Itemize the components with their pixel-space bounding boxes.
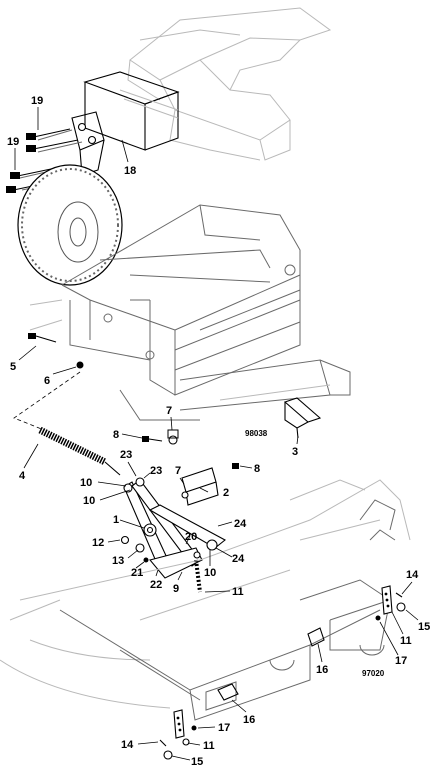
callout-7: 7 [175, 465, 181, 477]
hanger-bracket-bottom [173, 709, 185, 739]
plate-16-right [307, 627, 325, 647]
bolt-5 [28, 333, 57, 343]
upper-frame-outline [127, 7, 332, 161]
callout-1: 1 [113, 514, 119, 526]
bushing-7-upper [167, 429, 179, 445]
washer-15-bottom [163, 750, 173, 760]
callout-5: 5 [10, 361, 16, 373]
callout-10: 10 [204, 567, 216, 579]
callout-2: 2 [223, 487, 229, 499]
callout-11: 11 [232, 586, 244, 598]
lever-assembly [120, 477, 226, 567]
lower-frame [0, 479, 411, 721]
spring-hook-path [13, 371, 81, 431]
callout-21: 21 [131, 567, 143, 579]
callout-19: 19 [31, 95, 43, 107]
bumper-block [83, 71, 180, 151]
callout-14: 14 [406, 569, 419, 581]
bracket-3 [283, 397, 322, 439]
pin-14-bottom [159, 739, 167, 747]
callout-23: 23 [150, 465, 162, 477]
washer-11-bottom [182, 738, 190, 746]
bolt-8-upper [142, 436, 163, 442]
callout-11: 11 [203, 740, 215, 752]
callout-24: 24 [234, 518, 247, 530]
spacer-17-right [375, 615, 381, 621]
spacer-17-bottom [191, 725, 197, 731]
callout-4: 4 [19, 470, 26, 482]
callout-10: 10 [83, 495, 95, 507]
bolt-8-lower [232, 463, 239, 469]
callout-18: 18 [124, 165, 136, 177]
leader-lines [14, 107, 419, 761]
callout-15: 15 [191, 756, 203, 768]
bolt [26, 128, 71, 140]
callout-15: 15 [418, 621, 430, 633]
callout-8: 8 [113, 429, 119, 441]
callout-13: 13 [112, 555, 124, 567]
callout-8: 8 [254, 463, 260, 475]
chain-11 [194, 559, 202, 593]
cam-plate-22 [149, 547, 203, 579]
callout-17: 17 [395, 655, 407, 667]
callout-17: 17 [218, 722, 230, 734]
callouts: 19 19 18 5 6 7 8 3 4 23 23 7 8 10 10 2 1… [7, 95, 430, 768]
callout-10: 10 [80, 477, 92, 489]
nut-6 [76, 361, 84, 369]
callout-9: 9 [173, 583, 179, 595]
callout-14: 14 [121, 739, 134, 751]
washer-15-right [396, 602, 406, 612]
hanger-bracket-right [381, 585, 393, 615]
callout-23: 23 [120, 449, 132, 461]
callout-16: 16 [316, 664, 328, 676]
callout-6: 6 [44, 375, 50, 387]
callout-22: 22 [150, 579, 162, 591]
bolt [26, 139, 79, 152]
figure-code-lower: 97020 [362, 669, 385, 678]
extension-spring [38, 426, 121, 476]
caster-wheel [17, 164, 123, 286]
callout-24: 24 [232, 553, 245, 565]
plate-16-bottom [217, 683, 239, 701]
callout-20: 20 [185, 531, 197, 543]
callout-19: 19 [7, 136, 19, 148]
callout-3: 3 [292, 446, 298, 458]
callout-7: 7 [166, 405, 172, 417]
pin-14-right [395, 592, 403, 598]
callout-12: 12 [92, 537, 104, 549]
main-frame [29, 204, 351, 421]
callout-16: 16 [243, 714, 255, 726]
bracket-2 [181, 467, 219, 506]
figure-code-upper: 98038 [245, 429, 268, 438]
callout-11: 11 [400, 635, 412, 647]
